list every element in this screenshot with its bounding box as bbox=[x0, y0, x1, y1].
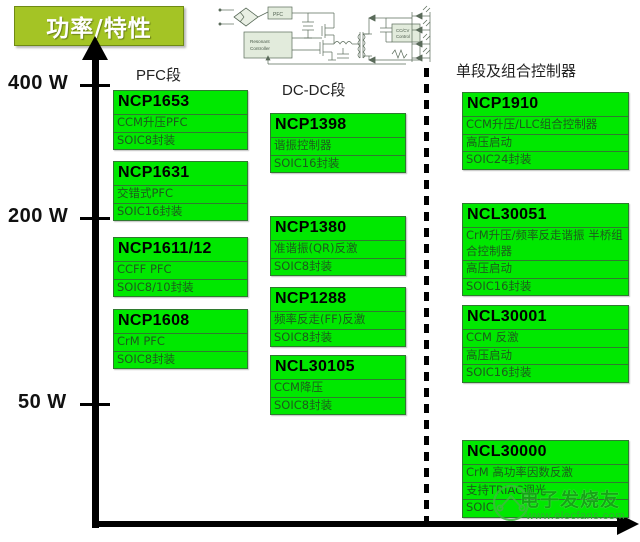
part-box-ncp1611-12[interactable]: NCP1611/12 CCFF PFC SOIC8/10封装 bbox=[113, 237, 248, 298]
part-name: NCP1910 bbox=[463, 93, 628, 117]
section-divider bbox=[424, 68, 429, 523]
part-box-ncl30000[interactable]: NCL30000 CrM 高功率因数反激 支持TRIAC调光 SOIC bbox=[462, 440, 629, 518]
part-startup: 高压启动 bbox=[463, 348, 628, 366]
part-name: NCL30000 bbox=[463, 441, 628, 465]
part-detail: CCM升压PFC bbox=[114, 115, 247, 133]
part-box-ncp1631[interactable]: NCP1631 交错式PFC SOIC16封装 bbox=[113, 161, 248, 222]
part-box-ncp1653[interactable]: NCP1653 CCM升压PFC SOIC8封装 bbox=[113, 90, 248, 151]
part-detail: CCFF PFC bbox=[114, 262, 247, 280]
y-axis-line bbox=[92, 56, 99, 528]
svg-text:CC/CV: CC/CV bbox=[396, 28, 410, 33]
part-detail: 交错式PFC bbox=[114, 186, 247, 204]
part-detail: 谐振控制器 bbox=[271, 138, 405, 156]
part-name: NCL30001 bbox=[463, 306, 628, 330]
part-name: NCP1288 bbox=[271, 288, 405, 312]
part-name: NCP1398 bbox=[271, 114, 405, 138]
part-name: NCP1631 bbox=[114, 162, 247, 186]
part-detail: CrM 高功率因数反激 bbox=[463, 465, 628, 483]
part-package: SOIC16封装 bbox=[117, 203, 183, 218]
y-tick-label-400w: 400 W bbox=[8, 72, 69, 94]
part-box-ncp1398[interactable]: NCP1398 谐振控制器 SOIC16封装 bbox=[270, 113, 406, 174]
part-package: SOIC8/10封装 bbox=[117, 279, 194, 294]
svg-text:Resonant: Resonant bbox=[250, 39, 270, 44]
part-dimming: 支持TRIAC调光 bbox=[463, 483, 628, 501]
svg-text:Controller: Controller bbox=[250, 46, 270, 51]
x-axis-arrow bbox=[617, 513, 639, 535]
column-heading-combo: 单段及组合控制器 bbox=[456, 63, 577, 80]
part-detail: CrM PFC bbox=[114, 334, 247, 352]
part-package: SOIC24封装 bbox=[466, 152, 532, 167]
part-box-ncl30105[interactable]: NCL30105 CCM降压 SOIC8封装 bbox=[270, 355, 406, 416]
part-box-ncl30051[interactable]: NCL30051 CrM升压/频率反走谐振 半桥组合控制器 高压启动 SOIC1… bbox=[462, 203, 629, 297]
part-box-ncp1380[interactable]: NCP1380 准谐振(QR)反激 SOIC8封装 bbox=[270, 216, 406, 277]
part-name: NCP1653 bbox=[114, 91, 247, 115]
column-heading-dcdc: DC-DC段 bbox=[282, 82, 346, 99]
part-box-ncp1910[interactable]: NCP1910 CCM升压/LLC组合控制器 高压启动 SOIC24封装 bbox=[462, 92, 629, 170]
part-package: SOIC8封装 bbox=[117, 351, 176, 366]
part-name: NCP1611/12 bbox=[114, 238, 247, 262]
part-detail: CCM降压 bbox=[271, 380, 405, 398]
part-startup: 高压启动 bbox=[463, 261, 628, 279]
part-package: SOIC16封装 bbox=[466, 278, 532, 293]
part-detail: CCM升压/LLC组合控制器 bbox=[463, 117, 628, 135]
part-package: SOIC8封装 bbox=[274, 397, 333, 412]
y-tick-label-200w: 200 W bbox=[8, 205, 69, 227]
column-heading-pfc: PFC段 bbox=[136, 67, 182, 84]
y-tick-200w bbox=[80, 217, 110, 220]
part-package: SOIC8封装 bbox=[117, 132, 176, 147]
part-package: SOIC16封装 bbox=[274, 155, 340, 170]
part-detail: CCM 反激 bbox=[463, 330, 628, 348]
part-name: NCL30051 bbox=[463, 204, 628, 228]
part-package: SOIC16封装 bbox=[466, 365, 532, 380]
part-name: NCP1608 bbox=[114, 310, 247, 334]
part-package: SOIC8封装 bbox=[274, 258, 333, 273]
y-tick-400w bbox=[80, 84, 110, 87]
circuit-schematic-svg: PFC Resonant Controller bbox=[218, 5, 431, 65]
y-tick-50w bbox=[80, 403, 110, 406]
svg-text:Control: Control bbox=[396, 34, 410, 39]
part-box-ncp1608[interactable]: NCP1608 CrM PFC SOIC8封装 bbox=[113, 309, 248, 370]
part-box-ncl30001[interactable]: NCL30001 CCM 反激 高压启动 SOIC16封装 bbox=[462, 305, 629, 383]
part-package: SOIC bbox=[466, 500, 494, 515]
part-detail: 准谐振(QR)反激 bbox=[271, 241, 405, 259]
part-detail: CrM升压/频率反走谐振 半桥组合控制器 bbox=[463, 228, 628, 262]
part-startup: 高压启动 bbox=[463, 135, 628, 153]
svg-text:PFC: PFC bbox=[273, 12, 283, 18]
x-axis-line bbox=[92, 521, 619, 527]
part-name: NCP1380 bbox=[271, 217, 405, 241]
y-tick-label-50w: 50 W bbox=[18, 391, 67, 413]
part-package: SOIC8封装 bbox=[274, 329, 333, 344]
circuit-diagram-thumbnail: PFC Resonant Controller bbox=[216, 2, 438, 68]
part-box-ncp1288[interactable]: NCP1288 频率反走(FF)反激 SOIC8封装 bbox=[270, 287, 406, 348]
part-name: NCL30105 bbox=[271, 356, 405, 380]
part-detail: 频率反走(FF)反激 bbox=[271, 312, 405, 330]
